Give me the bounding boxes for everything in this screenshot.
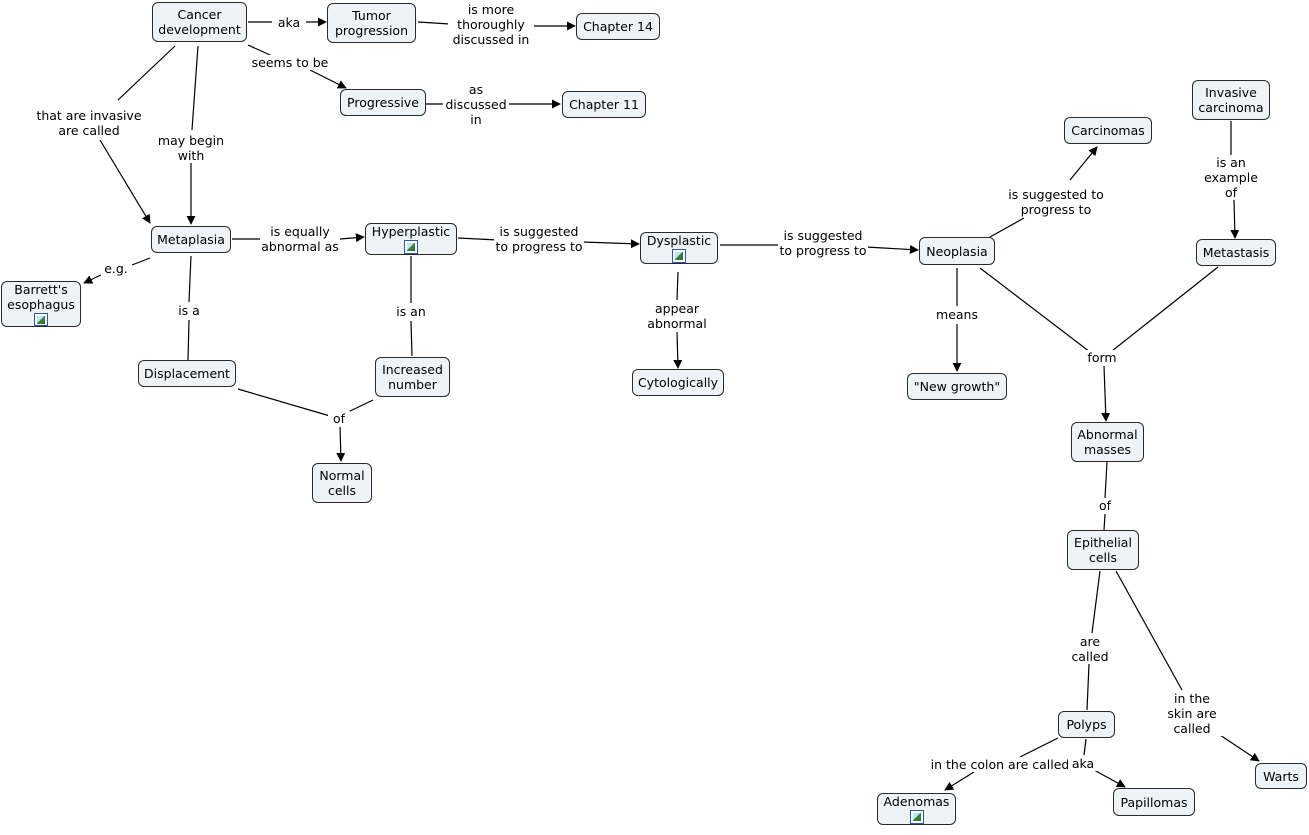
concept-neoplasia[interactable]: Neoplasia bbox=[919, 237, 995, 265]
concept-label: Chapter 14 bbox=[583, 19, 653, 34]
link-is-a[interactable]: is a bbox=[174, 303, 204, 318]
concept-label: Invasive carcinoma bbox=[1198, 85, 1264, 115]
concept-carcinomas[interactable]: Carcinomas bbox=[1064, 117, 1152, 144]
concept-chapter-11[interactable]: Chapter 11 bbox=[562, 91, 646, 118]
image-attachment-icon[interactable] bbox=[672, 249, 686, 263]
concept-label: Abnormal masses bbox=[1077, 427, 1138, 457]
link-eg[interactable]: e.g. bbox=[101, 261, 131, 276]
concept-label: Progressive bbox=[347, 95, 419, 110]
concept-label: Hyperplastic bbox=[371, 224, 451, 239]
link-in-the-colon-called[interactable]: in the colon are called bbox=[928, 757, 1072, 772]
concept-label: Barrett's esophagus bbox=[7, 282, 75, 312]
concept-label: Metaplasia bbox=[157, 232, 225, 247]
concept-progressive[interactable]: Progressive bbox=[340, 89, 426, 116]
concept-metastasis[interactable]: Metastasis bbox=[1196, 239, 1276, 266]
concept-new-growth[interactable]: "New growth" bbox=[907, 373, 1007, 400]
link-suggested-progress-3[interactable]: is suggested to progress to bbox=[1004, 187, 1108, 217]
concept-abnormal-masses[interactable]: Abnormal masses bbox=[1071, 422, 1144, 462]
concept-label: Papillomas bbox=[1120, 794, 1188, 810]
link-aka[interactable]: aka bbox=[272, 15, 306, 30]
concept-adenomas[interactable]: Adenomas bbox=[877, 793, 956, 825]
concept-label: Carcinomas bbox=[1071, 123, 1145, 138]
concept-label: Displacement bbox=[144, 366, 230, 381]
concept-label: Cancer development bbox=[158, 7, 241, 37]
concept-label: Adenomas bbox=[883, 794, 950, 809]
link-are-called[interactable]: are called bbox=[1066, 634, 1114, 664]
link-aka-papillomas[interactable]: aka bbox=[1068, 756, 1098, 771]
concept-hyperplastic[interactable]: Hyperplastic bbox=[365, 223, 457, 255]
concept-label: Tumor progression bbox=[334, 8, 408, 38]
concept-label: Epithelial cells bbox=[1074, 535, 1132, 565]
concept-epithelial-cells[interactable]: Epithelial cells bbox=[1067, 530, 1139, 570]
concept-label: Cytologically bbox=[637, 375, 719, 390]
image-attachment-icon[interactable] bbox=[404, 240, 418, 254]
link-appear-abnormal[interactable]: appear abnormal bbox=[642, 301, 712, 331]
concept-papillomas[interactable]: Papillomas bbox=[1113, 788, 1195, 816]
concept-cancer-development[interactable]: Cancer development bbox=[152, 2, 247, 42]
concept-barretts-esophagus[interactable]: Barrett's esophagus bbox=[1, 281, 81, 327]
link-as-discussed-in[interactable]: as discussed in bbox=[443, 82, 509, 127]
concept-invasive-carcinoma[interactable]: Invasive carcinoma bbox=[1192, 80, 1270, 120]
link-in-the-skin-called[interactable]: in the skin are called bbox=[1160, 691, 1224, 736]
concept-chapter-14[interactable]: Chapter 14 bbox=[576, 13, 660, 40]
link-of-epithelial[interactable]: of bbox=[1094, 498, 1116, 513]
concept-label: "New growth" bbox=[913, 379, 1001, 394]
link-may-begin-with[interactable]: may begin with bbox=[153, 133, 229, 163]
concept-label: Increased number bbox=[382, 362, 443, 392]
link-means[interactable]: means bbox=[932, 307, 982, 322]
link-form[interactable]: form bbox=[1084, 350, 1120, 365]
concept-label: Chapter 11 bbox=[569, 97, 639, 112]
link-suggested-progress-1[interactable]: is suggested to progress to bbox=[494, 224, 584, 254]
link-of[interactable]: of bbox=[328, 411, 350, 426]
image-attachment-icon[interactable] bbox=[909, 810, 924, 824]
concept-dysplastic[interactable]: Dysplastic bbox=[640, 232, 718, 264]
concept-label: Polyps bbox=[1066, 717, 1107, 732]
concept-polyps[interactable]: Polyps bbox=[1058, 711, 1115, 738]
link-more-thoroughly-discussed[interactable]: is more thoroughly discussed in bbox=[448, 2, 534, 47]
concept-label: Metastasis bbox=[1202, 245, 1270, 260]
concept-normal-cells[interactable]: Normal cells bbox=[312, 463, 372, 503]
link-is-an-example-of[interactable]: is an example of bbox=[1200, 155, 1262, 200]
concept-label: Neoplasia bbox=[926, 243, 988, 259]
concept-warts[interactable]: Warts bbox=[1255, 763, 1307, 789]
link-invasive-called[interactable]: that are invasive are called bbox=[32, 108, 146, 138]
concept-label: Dysplastic bbox=[646, 233, 712, 248]
concept-cytologically[interactable]: Cytologically bbox=[632, 369, 724, 396]
concept-increased-number[interactable]: Increased number bbox=[375, 357, 450, 397]
link-equally-abnormal[interactable]: is equally abnormal as bbox=[260, 224, 340, 254]
image-attachment-icon[interactable] bbox=[34, 313, 48, 326]
concept-displacement[interactable]: Displacement bbox=[138, 360, 236, 387]
link-suggested-progress-2[interactable]: is suggested to progress to bbox=[778, 228, 868, 258]
concept-label: Warts bbox=[1263, 768, 1299, 784]
concept-label: Normal cells bbox=[319, 468, 365, 498]
concept-metaplasia[interactable]: Metaplasia bbox=[151, 226, 231, 253]
link-seems-to-be[interactable]: seems to be bbox=[248, 55, 332, 70]
concept-tumor-progression[interactable]: Tumor progression bbox=[327, 3, 416, 43]
link-is-an[interactable]: is an bbox=[393, 304, 429, 319]
